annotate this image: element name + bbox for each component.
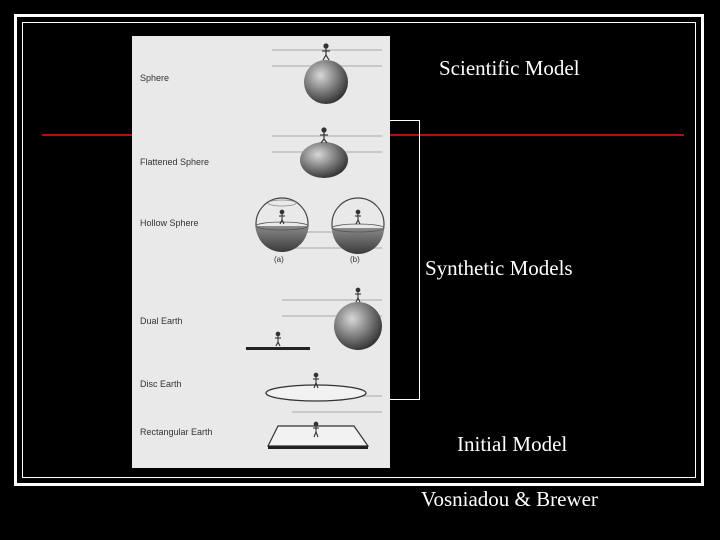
dual-earth-sphere-shape <box>334 302 382 350</box>
synthetic-models-bracket <box>390 120 420 400</box>
disc-earth-person-icon <box>313 372 319 389</box>
hollow-sphere-b-person-icon <box>355 209 361 225</box>
slide-frame-inner <box>22 22 696 478</box>
flattened-sphere-shape <box>300 142 348 178</box>
dual-earth-sphere-person-icon <box>355 287 361 303</box>
synthetic-models-title: Synthetic Models <box>425 256 573 280</box>
label-disc-earth: Disc Earth <box>140 379 182 389</box>
sphere-earth-shape <box>304 60 348 104</box>
initial-model-title: Initial Model <box>457 432 568 456</box>
disc-earth-shape <box>265 384 367 402</box>
flattened-sphere-person-icon <box>320 127 328 144</box>
dual-earth-flat-person-icon <box>275 331 281 347</box>
hollow-sphere-a-person-icon <box>279 209 285 225</box>
earth-models-figure: Sphere Flattened Sphere Hollow Sphere (a… <box>132 36 390 468</box>
sphere-person-icon <box>322 43 330 61</box>
rectangular-earth-shape <box>267 425 370 449</box>
label-hollow-sphere-a: (a) <box>274 255 284 264</box>
label-hollow-sphere-b: (b) <box>350 255 360 264</box>
label-dual-earth: Dual Earth <box>140 316 183 326</box>
label-sphere: Sphere <box>140 73 170 83</box>
label-hollow-sphere: Hollow Sphere <box>140 218 199 228</box>
earth-models-drawing <box>246 43 385 449</box>
label-flattened-sphere: Flattened Sphere <box>140 157 210 167</box>
slide-frame-outer <box>14 14 704 486</box>
rectangular-earth-person-icon <box>313 421 319 438</box>
label-rectangular-earth: Rectangular Earth <box>140 427 213 437</box>
scientific-model-title: Scientific Model <box>439 56 580 80</box>
dual-earth-flat-shape <box>246 347 310 350</box>
hollow-sphere-b-shape <box>331 197 385 254</box>
hollow-sphere-a-shape <box>255 197 309 252</box>
citation-text: Vosniadou & Brewer <box>421 487 598 511</box>
